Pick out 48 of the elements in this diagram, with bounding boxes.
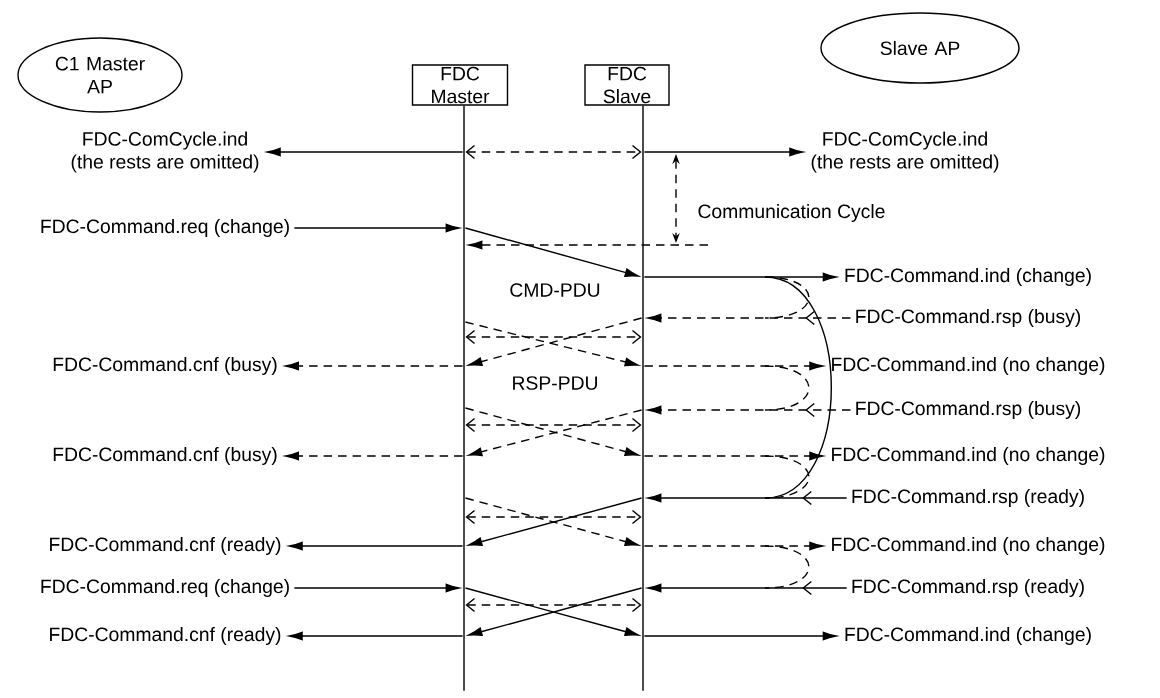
arrow (643, 631, 837, 641)
arrow (288, 541, 464, 551)
primitive-label: FDC-ComCycle.ind (the rests are omitted) (71, 131, 259, 173)
arrow (643, 147, 804, 157)
pdu-label: RSP-PDU (513, 376, 597, 390)
lifeline (463, 105, 465, 691)
primitive-label: FDC-Command.ind (change) (845, 268, 1091, 286)
arrow (643, 541, 824, 551)
entity-box: FDC Master (411, 64, 509, 106)
arrow (647, 580, 848, 596)
primitive-label: FDC-Command.cnf (busy) (53, 447, 277, 465)
primitive-label: FDC-Command.rsp (ready) (852, 489, 1084, 507)
primitive-label: FDC-Command.rsp (busy) (856, 401, 1081, 419)
primitive-label: FDC-Command.req (change) (41, 579, 289, 597)
primitive-label: FDC-Command.ind (no change) (832, 447, 1105, 465)
arrow (643, 272, 837, 282)
primitive-label: FDC-Command.cnf (busy) (53, 357, 277, 375)
primitive-label: FDC-ComCycle.ind (the rests are omitted) (811, 131, 999, 173)
arrow (643, 451, 824, 461)
arrow (647, 402, 852, 418)
message-arrow (465, 509, 642, 525)
lifeline (642, 105, 644, 691)
cycle-label: Communication Cycle (698, 204, 885, 222)
arrow (293, 583, 460, 593)
primitive-label: FDC-Command.rsp (busy) (856, 309, 1081, 327)
primitive-label: FDC-Command.ind (no change) (832, 357, 1105, 375)
arrow (647, 310, 852, 326)
primitive-label: FDC-Command.ind (no change) (832, 537, 1105, 555)
message-arrow (465, 417, 642, 433)
arrow (288, 631, 464, 641)
primitive-label: FDC-Command.req (change) (41, 219, 289, 237)
arrow (647, 490, 848, 506)
entity-box: FDC Slave (584, 64, 670, 106)
message-arrow (465, 329, 642, 345)
arrow (285, 451, 464, 461)
arrow (293, 223, 460, 233)
primitive-label: FDC-Command.ind (change) (845, 627, 1091, 645)
primitive-label: FDC-Command.cnf (ready) (50, 627, 281, 645)
primitive-label: FDC-Command.cnf (ready) (50, 537, 281, 555)
arrow (643, 361, 824, 371)
message-arrow (464, 227, 639, 277)
arrow (468, 240, 709, 250)
primitive-label: FDC-Command.rsp (ready) (852, 579, 1084, 597)
pdu-label: CMD-PDU (510, 283, 600, 297)
arrow (266, 147, 464, 157)
arrow (285, 361, 464, 371)
message-arrow (465, 597, 642, 613)
message-arrow (465, 144, 642, 160)
